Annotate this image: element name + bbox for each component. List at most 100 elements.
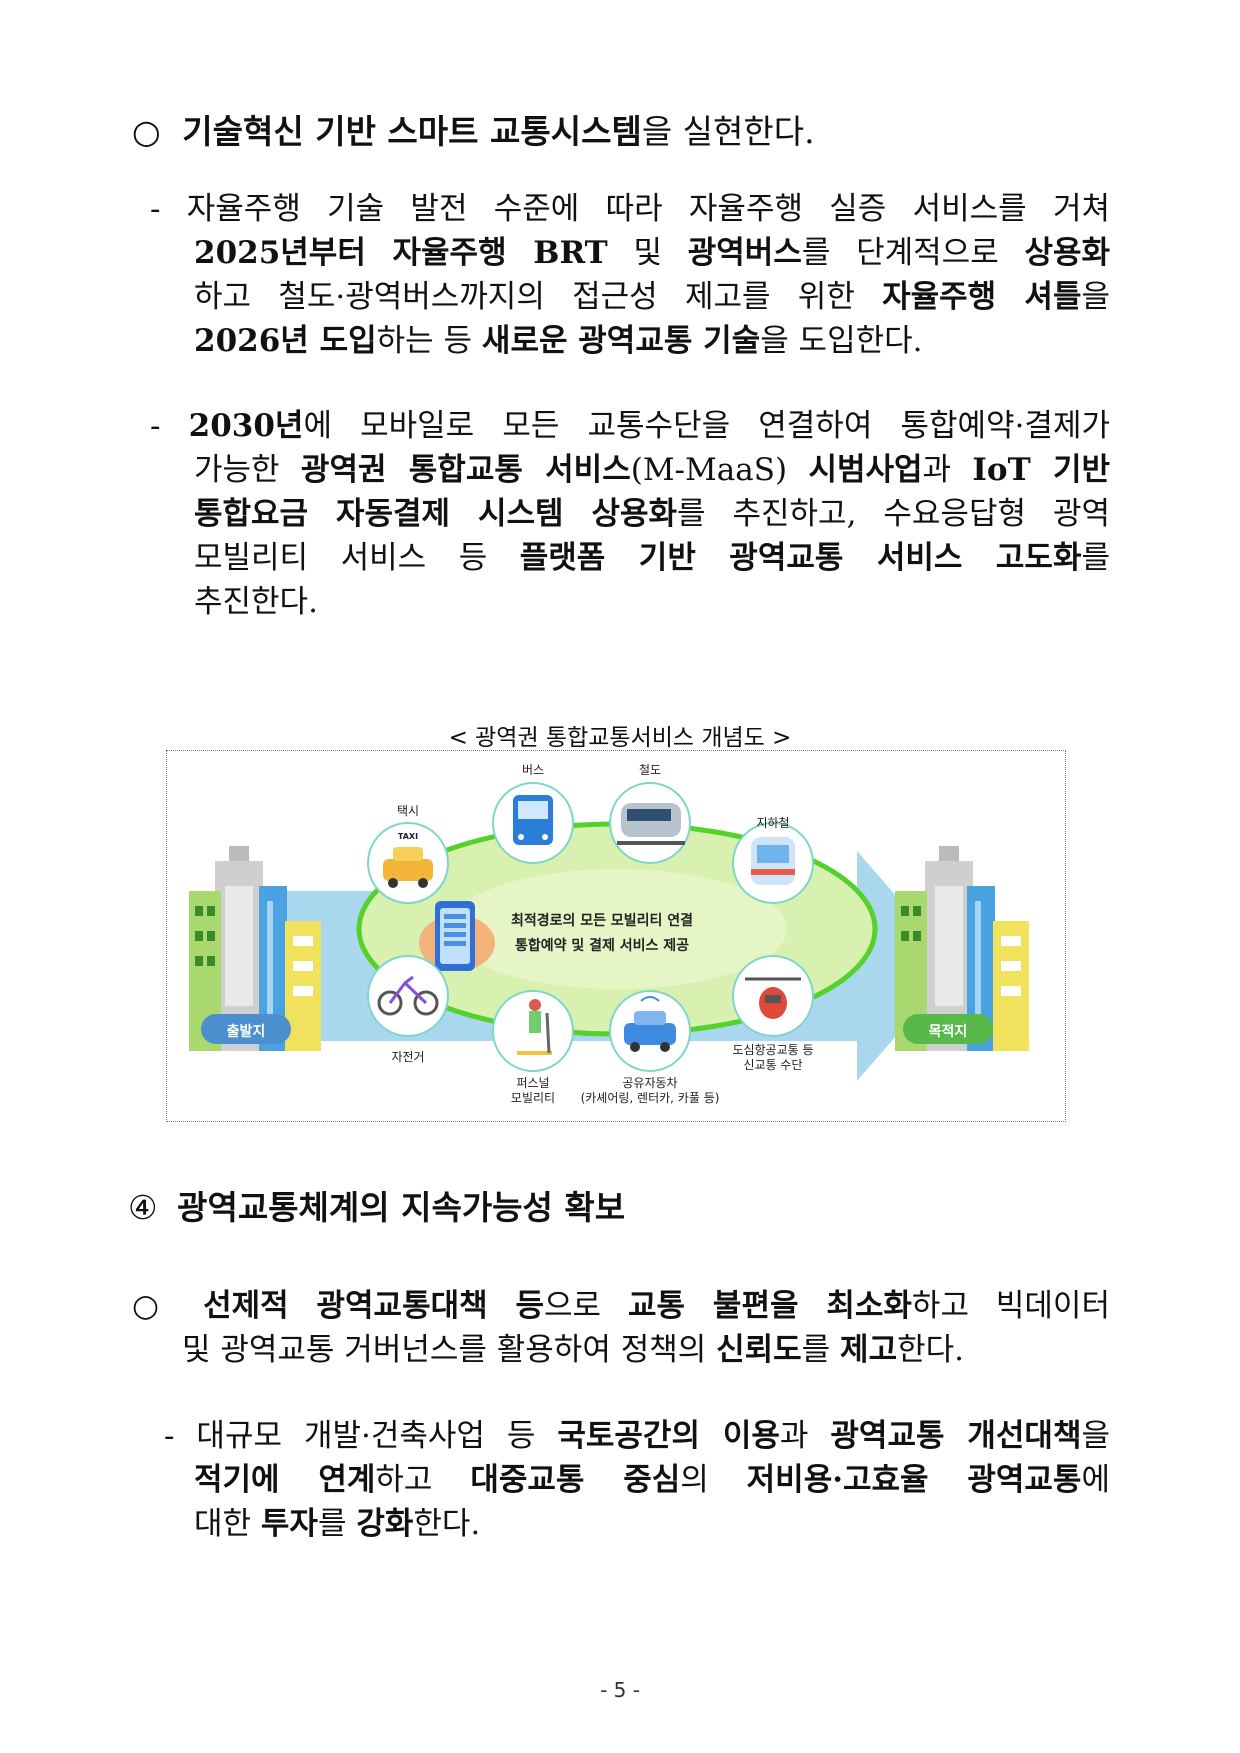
text: 에 모바일로 모든 교통수단을 연결하여 통합예약·결제가 — [303, 408, 1110, 444]
text: 을 — [1081, 1418, 1110, 1454]
label-bus: 버스 — [521, 763, 545, 777]
section3-para-line3: 대한 투자를 강화한다. — [194, 1502, 480, 1546]
text: 하는 등 — [376, 323, 482, 359]
bold-mmaas: 광역권 통합교통 서비스 — [300, 452, 631, 488]
concept-diagram: 버스 철도 택시 TAXI 지하철 자전거 퍼스널 모빌리티 공유자동차 (카셰… — [166, 750, 1066, 1122]
text: 모빌리티 서비스 등 — [194, 540, 520, 576]
para2-line4: 모빌리티 서비스 등 플랫폼 기반 광역교통 서비스 고도화를 — [194, 536, 1110, 580]
train-icon — [609, 782, 691, 864]
bold-2030: 2030년 — [188, 408, 304, 444]
subway-icon — [732, 822, 814, 904]
bold-preemptive: 선제적 광역교통대책 등 — [203, 1288, 545, 1324]
bold-iot: IoT 기반 — [972, 452, 1111, 488]
text: 과 — [779, 1418, 831, 1454]
bold-public-transport: 대중교통 중심 — [470, 1462, 681, 1498]
para1-line4: 2026년 도입하는 등 새로운 광역교통 기술을 도입한다. — [194, 319, 923, 363]
personal-mobility-icon — [492, 990, 574, 1072]
bold-enhance: 제고 — [840, 1332, 898, 1368]
bold-minimize: 교통 불편을 최소화 — [628, 1288, 912, 1324]
para2-line1: - 2030년에 모바일로 모든 교통수단을 연결하여 통합예약·결제가 — [150, 404, 1110, 448]
bold-pilot: 시범사업 — [808, 452, 923, 488]
bold-shuttle: 자율주행 셔틀 — [882, 279, 1082, 315]
text: 및 — [607, 235, 688, 271]
bold-low-cost: 저비용·고효율 광역교통 — [746, 1462, 1082, 1498]
para2-line3: 통합요금 자동결제 시스템 상용화를 추진하고, 수요응답형 광역 — [194, 492, 1110, 536]
concept-diagram-graphic — [189, 782, 1029, 1081]
text: 하고 철도·광역버스까지의 접근성 제고를 위한 — [194, 279, 883, 315]
label-pm-line1: 퍼스널 — [516, 1076, 550, 1090]
text: (M-MaaS) — [630, 452, 809, 488]
section3-line1: ○ 선제적 광역교통대책 등으로 교통 불편을 최소화하고 빅데이터 — [132, 1284, 1110, 1328]
bold-improvement: 광역교통 개선대책 — [830, 1418, 1082, 1454]
text: 대한 — [194, 1506, 261, 1542]
label-car-line1: 공유자동차 — [622, 1076, 678, 1090]
text: 을 도입한다. — [760, 323, 923, 359]
bold-metro-bus: 광역버스 — [687, 235, 802, 271]
section-title: 광역교통체계의 지속가능성 확보 — [177, 1188, 626, 1227]
destination-buildings-illustration — [895, 846, 1029, 1051]
bold-timely: 적기에 연계 — [194, 1462, 376, 1498]
figure-caption: < 광역권 통합교통서비스 개념도 > — [448, 725, 792, 751]
text: 를 — [801, 1332, 841, 1368]
text: - 대규모 개발·건축사업 등 — [164, 1418, 558, 1454]
para2-line5: 추진한다. — [194, 580, 318, 624]
text: 을 — [1081, 279, 1110, 315]
bullet: ○ — [132, 112, 161, 151]
shared-car-icon — [609, 990, 691, 1072]
bold-reliability: 신뢰도 — [716, 1332, 802, 1368]
text: 하고 — [375, 1462, 471, 1498]
label-rail: 철도 — [638, 763, 662, 777]
page-number: - 5 - — [600, 1678, 640, 1702]
text: 및 광역교통 거버넌스를 활용하여 정책의 — [182, 1332, 717, 1368]
dash: - — [150, 408, 189, 444]
center-text-line2: 통합예약 및 결제 서비스 제공 — [514, 938, 690, 954]
bold-land-use: 국토공간의 이용 — [557, 1418, 780, 1454]
text: 으로 — [544, 1288, 629, 1324]
taxi-sign: TAXI — [397, 832, 419, 841]
label-origin: 출발지 — [226, 1024, 266, 1040]
para1-line1: - 자율주행 기술 발전 수준에 따라 자율주행 실증 서비스를 거쳐 — [150, 187, 1110, 231]
label-uam-line1: 도심항공교통 등 — [732, 1043, 814, 1057]
label-uam-line2: 신교통 수단 — [743, 1058, 803, 1072]
section-heading-sustainability: ④ 광역교통체계의 지속가능성 확보 — [128, 1186, 625, 1230]
center-text-line1: 최적경로의 모든 모빌리티 연결 — [510, 913, 694, 929]
text: 하고 빅데이터 — [911, 1288, 1110, 1324]
text: 를 단계적으로 — [801, 235, 1025, 271]
heading-bold-text: 기술혁신 기반 스마트 교통시스템 — [182, 112, 642, 151]
para1-line3: 하고 철도·광역버스까지의 접근성 제고를 위한 자율주행 셔틀을 — [194, 275, 1110, 319]
para2-line2: 가능한 광역권 통합교통 서비스(M-MaaS) 시범사업과 IoT 기반 — [194, 448, 1110, 492]
bold-2025-brt: 2025년부터 자율주행 BRT — [194, 235, 608, 271]
text: 에 — [1081, 1462, 1110, 1498]
text: 가능한 — [194, 452, 301, 488]
section3-para-line1: - 대규모 개발·건축사업 등 국토공간의 이용과 광역교통 개선대책을 — [164, 1414, 1110, 1458]
bold-2026: 2026년 도입 — [194, 323, 377, 359]
text: 한다. — [413, 1506, 481, 1542]
label-pm-line2: 모빌리티 — [510, 1091, 556, 1105]
text: 를 추진하고, 수요응답형 광역 — [677, 496, 1110, 532]
origin-badge — [201, 1014, 291, 1044]
uam-drone-icon — [732, 955, 814, 1037]
bold-commercialize: 상용화 — [1024, 235, 1111, 271]
bold-platform: 플랫폼 기반 광역교통 서비스 고도화 — [519, 540, 1082, 576]
text: 의 — [680, 1462, 747, 1498]
text: 를 — [317, 1506, 357, 1542]
label-car-line2: (카셰어링, 렌터카, 카풀 등) — [580, 1091, 720, 1105]
text: 추진한다. — [194, 584, 318, 620]
heading-rest-text: 을 실현한다. — [641, 112, 815, 151]
taxi-icon — [367, 822, 449, 904]
destination-badge — [903, 1014, 993, 1044]
bold-autopay: 통합요금 자동결제 시스템 상용화 — [194, 496, 677, 532]
para1-line2: 2025년부터 자율주행 BRT 및 광역버스를 단계적으로 상용화 — [194, 231, 1110, 275]
label-taxi: 택시 — [396, 804, 420, 818]
para1-line1-text: - 자율주행 기술 발전 수준에 따라 자율주행 실증 서비스를 거쳐 — [150, 191, 1110, 227]
section-number: ④ — [128, 1188, 158, 1227]
text: 한다. — [897, 1332, 964, 1368]
bullet: ○ — [132, 1288, 177, 1324]
section3-para-line2: 적기에 연계하고 대중교통 중심의 저비용·고효율 광역교통에 — [194, 1458, 1110, 1502]
label-bicycle: 자전거 — [391, 1050, 425, 1064]
bold-investment: 투자 — [260, 1506, 318, 1542]
smartphone-icon — [419, 901, 495, 971]
section-heading-smart-transport: ○ 기술혁신 기반 스마트 교통시스템을 실현한다. — [132, 110, 815, 154]
bold-new-tech: 새로운 광역교통 기술 — [481, 323, 761, 359]
bus-icon — [492, 782, 574, 864]
